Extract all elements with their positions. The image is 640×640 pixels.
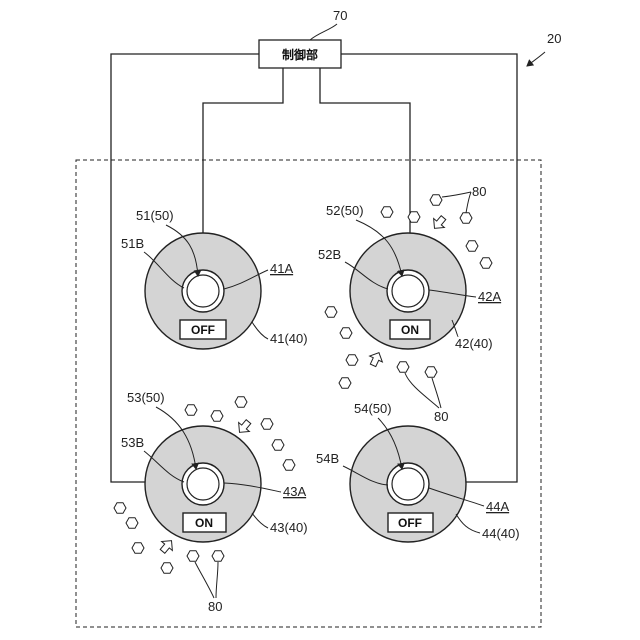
sensor-label-51: 51(50) bbox=[136, 208, 174, 223]
controller-label: 制御部 bbox=[282, 47, 318, 62]
state-text-42: ON bbox=[401, 323, 419, 337]
wall-label-51b: 51B bbox=[121, 236, 144, 251]
light-label-44: 44(40) bbox=[482, 526, 520, 541]
figure-ref-arrow bbox=[527, 52, 545, 66]
opening-label-41a: 41A bbox=[270, 261, 293, 276]
light-label-43: 43(40) bbox=[270, 520, 308, 535]
particle bbox=[408, 212, 420, 222]
light-label-41: 41(40) bbox=[270, 331, 308, 346]
wall-label-54b: 54B bbox=[316, 451, 339, 466]
light-unit-41: OFF 51(50) 51B 41A 41(40) bbox=[121, 208, 308, 349]
particles-leader bbox=[195, 562, 214, 598]
particles-label-80-mid: 80 bbox=[434, 409, 448, 424]
particle bbox=[161, 563, 173, 573]
controller-ref-label: 70 bbox=[333, 8, 347, 23]
particle bbox=[430, 195, 442, 205]
particle bbox=[132, 543, 144, 553]
particles-label-80-top: 80 bbox=[472, 184, 486, 199]
airflow-arrow bbox=[429, 213, 449, 233]
airflow-arrow bbox=[367, 350, 386, 369]
particle bbox=[339, 378, 351, 388]
particle bbox=[460, 213, 472, 223]
particle bbox=[283, 460, 295, 470]
particle bbox=[114, 503, 126, 513]
particle bbox=[381, 207, 393, 217]
particle bbox=[346, 355, 358, 365]
opening-label-43a: 43A bbox=[283, 484, 306, 499]
particles-leader bbox=[442, 192, 471, 197]
particles-leader bbox=[466, 192, 471, 213]
figure-ref-label: 20 bbox=[547, 31, 561, 46]
wall-label-52b: 52B bbox=[318, 247, 341, 262]
light-leader-43 bbox=[252, 513, 268, 528]
particle bbox=[340, 328, 352, 338]
light-leader-41 bbox=[252, 322, 268, 339]
state-text-44: OFF bbox=[398, 516, 422, 530]
airflow-arrow bbox=[157, 536, 177, 556]
particle bbox=[261, 419, 273, 429]
particle bbox=[397, 362, 409, 372]
particle bbox=[235, 397, 247, 407]
particle bbox=[185, 405, 197, 415]
particle bbox=[212, 551, 224, 561]
opening-label-44a: 44A bbox=[486, 499, 509, 514]
wall-label-53b: 53B bbox=[121, 435, 144, 450]
particle bbox=[480, 258, 492, 268]
particle bbox=[126, 518, 138, 528]
particles-leader bbox=[216, 562, 218, 598]
ring-inner-43 bbox=[187, 468, 219, 500]
particles-leader bbox=[405, 373, 439, 408]
ring-inner-44 bbox=[392, 468, 424, 500]
controller-leader-line bbox=[310, 24, 337, 40]
particle bbox=[211, 411, 223, 421]
state-text-43: ON bbox=[195, 516, 213, 530]
state-text-41: OFF bbox=[191, 323, 215, 337]
sensor-label-53: 53(50) bbox=[127, 390, 165, 405]
ring-inner-41 bbox=[187, 275, 219, 307]
particles-label-80-bottom: 80 bbox=[208, 599, 222, 614]
ring-inner-42 bbox=[392, 275, 424, 307]
sensor-label-52: 52(50) bbox=[326, 203, 364, 218]
airflow-arrow bbox=[234, 417, 254, 437]
light-unit-44: OFF 54(50) 54B 44A 44(40) bbox=[316, 401, 520, 542]
sensor-label-54: 54(50) bbox=[354, 401, 392, 416]
particle bbox=[325, 307, 337, 317]
opening-label-42a: 42A bbox=[478, 289, 501, 304]
particle bbox=[187, 551, 199, 561]
particle bbox=[466, 241, 478, 251]
light-leader-44 bbox=[456, 514, 480, 533]
particle bbox=[272, 440, 284, 450]
particle bbox=[425, 367, 437, 377]
light-label-42: 42(40) bbox=[455, 336, 493, 351]
